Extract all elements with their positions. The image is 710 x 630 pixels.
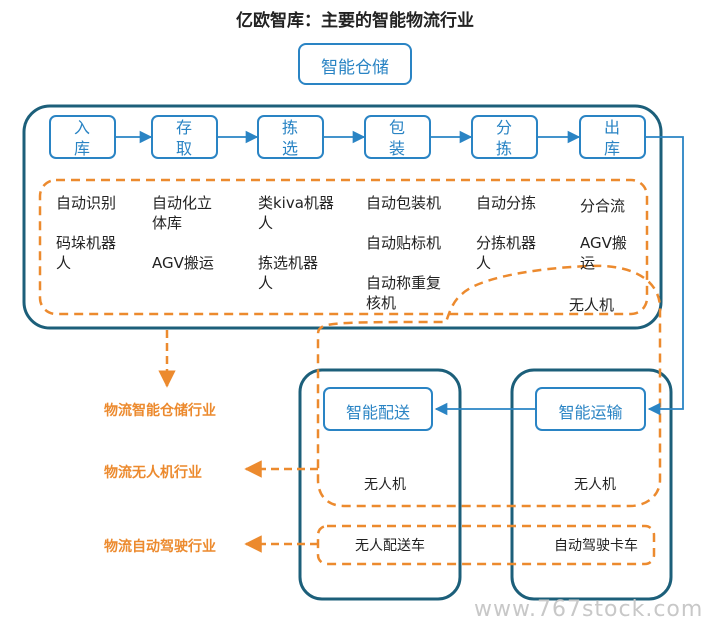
industry-drone-label: 物流无人机行业 [104,465,202,481]
warehouse-title-label: 智能仓储 [321,58,389,78]
equipment-item-line: 自动分拣 [476,194,537,212]
equipment-item: 分合流 [580,196,625,216]
transport-vehicle-label: 自动驾驶卡车 [554,538,638,554]
delivery-box-label: 智能配送 [345,403,410,422]
step-label-line1: 入 [73,118,90,137]
equipment-item-line: 分拣机器 [476,234,537,252]
industry-warehouse-label: 物流智能仓储行业 [104,403,216,419]
equipment-item: 分拣机器人 [476,233,536,273]
equipment-item-line: 自动称重复 [366,274,442,292]
warehouse-equipment-area [38,178,649,316]
drone-region-outline [316,264,662,508]
equipment-item: AGV搬运 [580,233,627,273]
equipment-item-line: 分合流 [580,197,626,215]
equipment-item-line: 自动化立 [152,194,213,212]
equipment-item: 自动识别 [56,193,116,213]
transport-container [510,368,673,601]
step-label-5: 分拣 [473,117,535,159]
equipment-item: 码垛机器人 [56,233,116,273]
step-label-line1: 拣 [281,118,298,137]
equipment-item-line: 运 [580,254,596,272]
step-label-line1: 出 [603,118,620,137]
step-label-4: 包装 [366,117,428,159]
equipment-item-line: 人 [258,274,274,292]
equipment-item-line: 核机 [366,294,397,312]
delivery-box [323,387,433,431]
warehouse-container [22,104,663,330]
equipment-item-line: 自动包装机 [366,194,442,212]
step-label-3: 拣选 [259,117,321,159]
delivery-drone-label: 无人机 [364,477,406,493]
step-label-2: 存取 [153,117,215,159]
transport-box-label: 智能运输 [558,403,623,422]
delivery-vehicle-label: 无人配送车 [355,538,425,554]
step-label-line2: 取 [175,139,192,158]
step-label-6: 出库 [581,117,643,159]
step-label-line2: 选 [281,139,298,158]
equipment-item-line: 自动贴标机 [366,234,442,252]
warehouse-drone-label: 无人机 [569,296,615,314]
equipment-item: 自动贴标机 [366,233,441,253]
industry-autonomous-label: 物流自动驾驶行业 [104,539,216,555]
step-label-line2: 库 [73,139,90,158]
step-label-line2: 库 [603,139,620,158]
equipment-item-line: AGV搬运 [152,254,214,272]
transport-drone-label: 无人机 [574,477,616,493]
step-label-1: 入库 [51,117,113,159]
step-label-line1: 分 [495,118,512,137]
page-title: 亿欧智库：主要的智能物流行业 [236,11,474,31]
equipment-item: AGV搬运 [152,253,214,273]
equipment-item: 自动化立体库 [152,193,212,233]
equipment-item-line: 拣选机器 [258,254,319,272]
equipment-item-line: 体库 [152,214,183,232]
equipment-item: 拣选机器人 [258,253,318,293]
equipment-item: 自动称重复核机 [366,273,441,313]
step-label-line2: 拣 [495,139,512,158]
equipment-item: 自动分拣 [476,193,536,213]
equipment-item-line: 人 [476,254,492,272]
step-label-line1: 存 [175,118,192,137]
equipment-item-line: 类kiva机器 [258,194,334,212]
equipment-item-line: 人 [258,214,274,232]
equipment-item: 自动包装机 [366,193,441,213]
equipment-item-line: 自动识别 [56,194,117,212]
warehouse-title-box [298,43,412,85]
outbound-to-transport-connector [646,136,684,416]
step-label-line1: 包 [388,118,405,137]
equipment-item-line: AGV搬 [580,234,627,252]
delivery-container [298,368,462,601]
step-label-line2: 装 [388,139,405,158]
equipment-item-line: 码垛机器 [56,234,117,252]
equipment-item-line: 人 [56,254,72,272]
equipment-item: 类kiva机器人 [258,193,334,233]
watermark: www.767stock.com [474,597,704,622]
